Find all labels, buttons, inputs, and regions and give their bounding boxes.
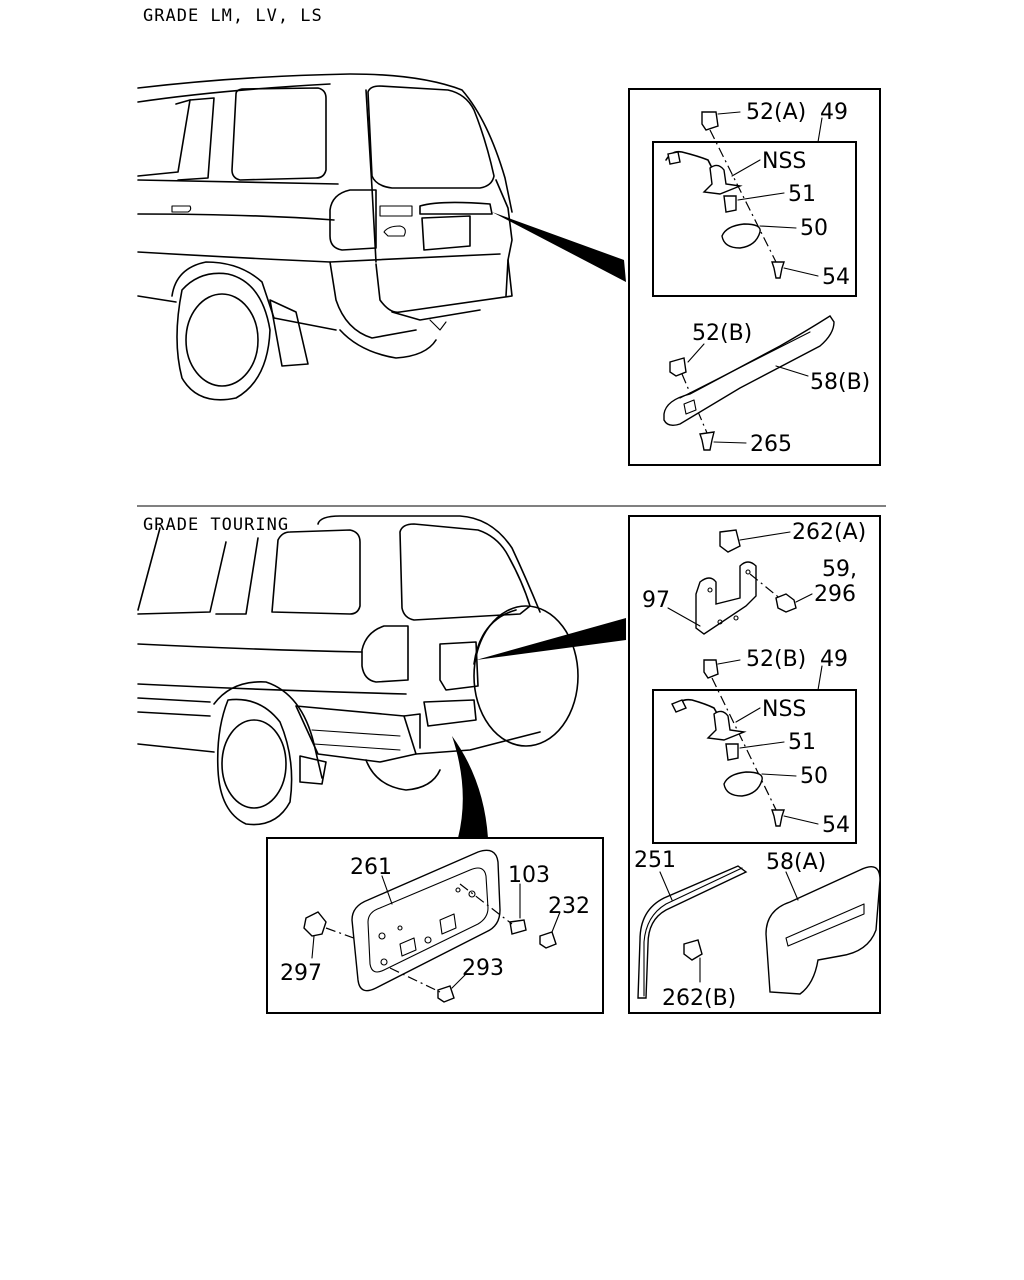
callout-297: 297 [280, 961, 322, 986]
lamp-subassembly-box-upper [652, 141, 857, 297]
callout-49-lower: 49 [820, 647, 848, 672]
callout-103: 103 [508, 863, 550, 888]
callout-262a: 262(A) [792, 520, 866, 545]
detail-box-upper [628, 88, 881, 466]
callout-51-lower: 51 [788, 730, 816, 755]
detail-box-license-plate [266, 837, 604, 1014]
callout-265-upper: 265 [750, 432, 792, 457]
callout-nss-upper: NSS [762, 149, 806, 174]
garnish-parts-upper [663, 315, 835, 451]
callout-54-upper: 54 [822, 265, 850, 290]
callout-50-lower: 50 [800, 764, 828, 789]
lamp-subassembly-box-lower [652, 689, 857, 844]
callout-261: 261 [350, 855, 392, 880]
bracket-parts-lower [667, 529, 813, 635]
license-lamp-parts-upper [665, 111, 819, 279]
callout-58a: 58(A) [766, 850, 826, 875]
vehicle-illustration-upper [137, 73, 513, 401]
callout-232: 232 [548, 894, 590, 919]
callout-50-upper: 50 [800, 216, 828, 241]
license-plate-parts [303, 849, 561, 1003]
vehicle-illustration-lower [137, 515, 579, 826]
callout-nss-lower: NSS [762, 697, 806, 722]
callout-97: 97 [642, 588, 670, 613]
pointer-wedge-lower-right [476, 618, 626, 660]
callout-58b-upper: 58(B) [810, 370, 870, 395]
callout-262b: 262(B) [662, 986, 736, 1011]
license-lamp-parts-lower [671, 659, 819, 827]
callout-251: 251 [634, 848, 676, 873]
callout-52b-lower: 52(B) [746, 647, 806, 672]
leader-49-upper [817, 117, 823, 143]
grade-heading-lower: GRADE TOURING [143, 515, 289, 535]
detail-box-lower-right [628, 515, 881, 1014]
pointer-wedge-upper [492, 212, 626, 282]
pointer-wedge-lower-down [452, 736, 488, 838]
callout-296: 296 [814, 582, 856, 607]
callout-52b-upper: 52(B) [692, 321, 752, 346]
callout-293: 293 [462, 956, 504, 981]
leader-49-lower [817, 665, 823, 691]
callout-54-lower: 54 [822, 813, 850, 838]
callout-51-upper: 51 [788, 182, 816, 207]
callout-49-upper: 49 [820, 100, 848, 125]
garnish-parts-lower [637, 865, 881, 999]
callout-59: 59, [822, 557, 857, 582]
callout-52a-upper: 52(A) [746, 100, 806, 125]
grade-heading-upper: GRADE LM, LV, LS [143, 6, 323, 26]
